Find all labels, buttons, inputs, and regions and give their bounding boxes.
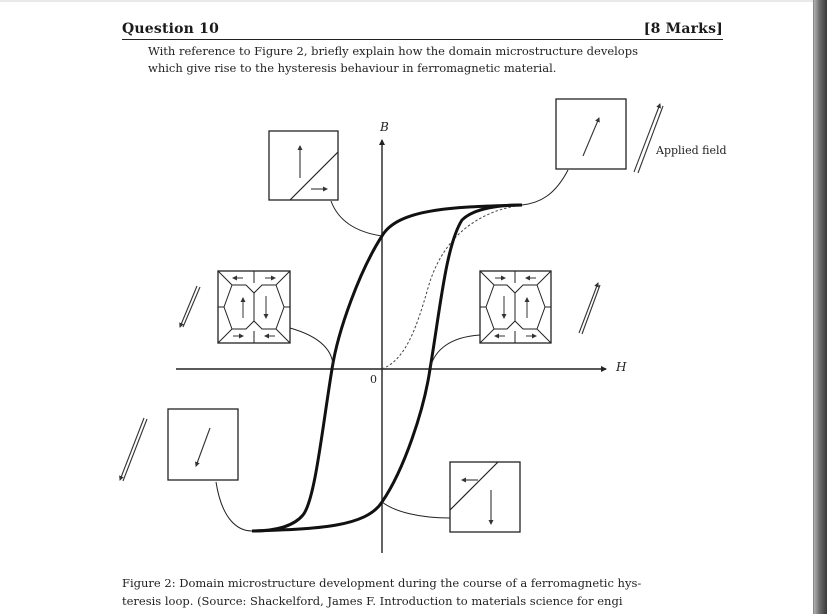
domain-arrow-negative-saturated bbox=[195, 427, 211, 467]
domain-box-bottom-left bbox=[167, 408, 239, 481]
viewer-edge-shadow bbox=[813, 0, 827, 614]
question-text-line-1: With reference to Figure 2, briefly expl… bbox=[148, 44, 638, 58]
loop-ascending-branch bbox=[251, 203, 523, 533]
question-text-line-2: which give rise to the hysteresis behavi… bbox=[148, 61, 557, 75]
domain-box-top-left bbox=[268, 130, 339, 201]
leader-top-left bbox=[330, 200, 383, 237]
question-marks: [8 Marks] bbox=[643, 21, 723, 37]
applied-field-arrow-mid-right bbox=[578, 282, 601, 335]
axis-label-h: H bbox=[616, 360, 627, 374]
caption-line-1: Figure 2: Domain microstructure developm… bbox=[122, 576, 642, 590]
hysteresis-loop bbox=[251, 203, 523, 533]
domain-box-top-right bbox=[555, 98, 627, 170]
axes bbox=[176, 139, 607, 553]
leader-top-right bbox=[521, 169, 569, 206]
caption-line-2: teresis loop. (Source: Shackelford, Jame… bbox=[122, 594, 623, 608]
applied-field-arrow-mid-left bbox=[179, 285, 201, 328]
origin-label: 0 bbox=[370, 373, 377, 386]
applied-field-arrow-top bbox=[633, 103, 664, 174]
domain-box-mid-right bbox=[479, 270, 552, 344]
applied-field-arrows bbox=[119, 103, 664, 482]
leader-mid-right bbox=[429, 334, 481, 370]
domain-box-bottom-right bbox=[449, 461, 521, 533]
leader-lines bbox=[215, 169, 569, 532]
leader-bottom-right bbox=[381, 501, 451, 519]
page-edge bbox=[0, 0, 813, 2]
question-header: Question 10 [8 Marks] bbox=[122, 20, 723, 40]
figure-caption: Figure 2: Domain microstructure developm… bbox=[122, 574, 722, 610]
question-title: Question 10 bbox=[122, 21, 220, 37]
question-text: With reference to Figure 2, briefly expl… bbox=[148, 43, 723, 77]
applied-field-label: Applied field bbox=[656, 144, 727, 157]
applied-field-arrow-bottom-left bbox=[119, 417, 148, 482]
leader-mid-left bbox=[289, 327, 334, 370]
leader-bottom-left bbox=[215, 481, 253, 532]
loop-descending-branch bbox=[251, 203, 523, 533]
initial-magnetization-curve bbox=[381, 204, 523, 370]
domain-box-mid-left bbox=[217, 270, 291, 344]
axis-label-b: B bbox=[380, 120, 389, 134]
domain-arrow-saturated bbox=[582, 117, 600, 157]
